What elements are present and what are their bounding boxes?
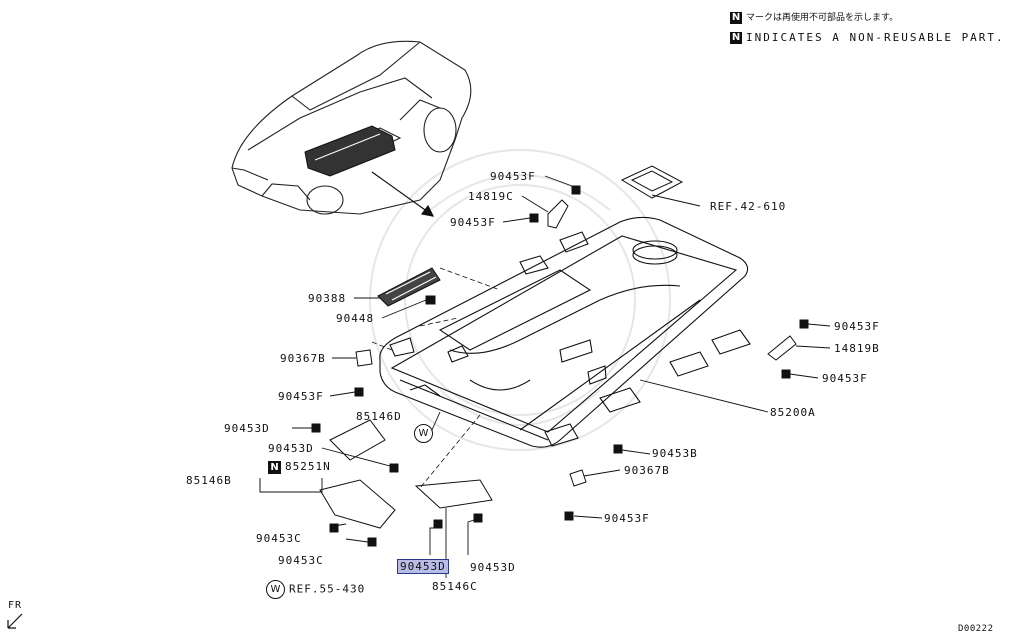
part-label-90453d[interactable]: 90453D	[268, 442, 314, 455]
part-label-90453c[interactable]: 90453C	[256, 532, 302, 545]
part-label-90453f[interactable]: 90453F	[822, 372, 868, 385]
fasteners	[311, 185, 809, 547]
part-label-90453f[interactable]: 90453F	[490, 170, 536, 183]
vehicle-outline	[231, 40, 472, 215]
part-label-90453d[interactable]: 90453D	[470, 561, 516, 574]
front-direction-label: FR	[8, 600, 23, 611]
part-label-90453f[interactable]: 90453F	[604, 512, 650, 525]
part-label-90388[interactable]: 90388	[308, 292, 347, 305]
part-label-90367b[interactable]: 90367B	[280, 352, 326, 365]
w-mark-icon: W	[414, 424, 433, 443]
part-label-85146c[interactable]: 85146C	[432, 580, 478, 593]
part-label-90367b[interactable]: 90367B	[624, 464, 670, 477]
ref-text: REF.55-430	[289, 582, 366, 596]
vehicle-battery	[304, 125, 396, 177]
diagram-code: D00222	[958, 624, 994, 634]
part-label-90453b[interactable]: 90453B	[652, 447, 698, 460]
part-label-85200a[interactable]: 85200A	[770, 406, 816, 419]
legend-jp-text: マークは再使用不可部品を示します。	[746, 13, 899, 23]
legend-en-text: INDICATES A NON-REUSABLE PART.	[746, 31, 1005, 44]
part-label-14819c[interactable]: 14819C	[468, 190, 514, 203]
watermark-logo	[369, 149, 671, 451]
part-label-90453f[interactable]: 90453F	[834, 320, 880, 333]
part-label-90453c[interactable]: 90453C	[278, 554, 324, 567]
pointer-arrow	[371, 171, 435, 217]
non-reusable-mark-icon: N	[730, 12, 742, 24]
non-reusable-mark-icon: N	[268, 460, 281, 474]
legend-jp: N マークは再使用不可部品を示します。	[730, 11, 898, 25]
part-label-90453f[interactable]: 90453F	[450, 216, 496, 229]
bracket-90367b	[355, 349, 587, 487]
bracket-90388	[377, 267, 441, 307]
non-reusable-mark-icon: N	[730, 32, 742, 44]
part-label-85146d[interactable]: 85146D	[356, 410, 402, 423]
part-label-text: 85251N	[285, 460, 331, 473]
service-cover	[620, 165, 684, 199]
leader-lines	[259, 175, 831, 578]
under-brackets	[319, 419, 493, 529]
part-label-90453d[interactable]: 90453D	[224, 422, 270, 435]
ref-label-55-430[interactable]: W REF.55-430	[266, 580, 365, 599]
w-mark-icon: W	[266, 580, 285, 599]
bracket-14819	[547, 199, 797, 361]
part-label-85251n[interactable]: N 85251N	[268, 460, 331, 474]
w-mark-icon: W	[414, 424, 437, 443]
ref-label-42-610[interactable]: REF.42-610	[710, 200, 787, 213]
part-label-14819b[interactable]: 14819B	[834, 342, 880, 355]
legend-en: N INDICATES A NON-REUSABLE PART.	[730, 31, 1005, 45]
battery-pack	[379, 216, 751, 448]
fr-arrow-icon	[7, 613, 23, 629]
part-label-90448[interactable]: 90448	[336, 312, 375, 325]
part-label-90453d-selected[interactable]: 90453D	[397, 559, 449, 574]
part-label-85146b[interactable]: 85146B	[186, 474, 232, 487]
phantom-lines	[371, 267, 501, 489]
part-label-90453f[interactable]: 90453F	[278, 390, 324, 403]
